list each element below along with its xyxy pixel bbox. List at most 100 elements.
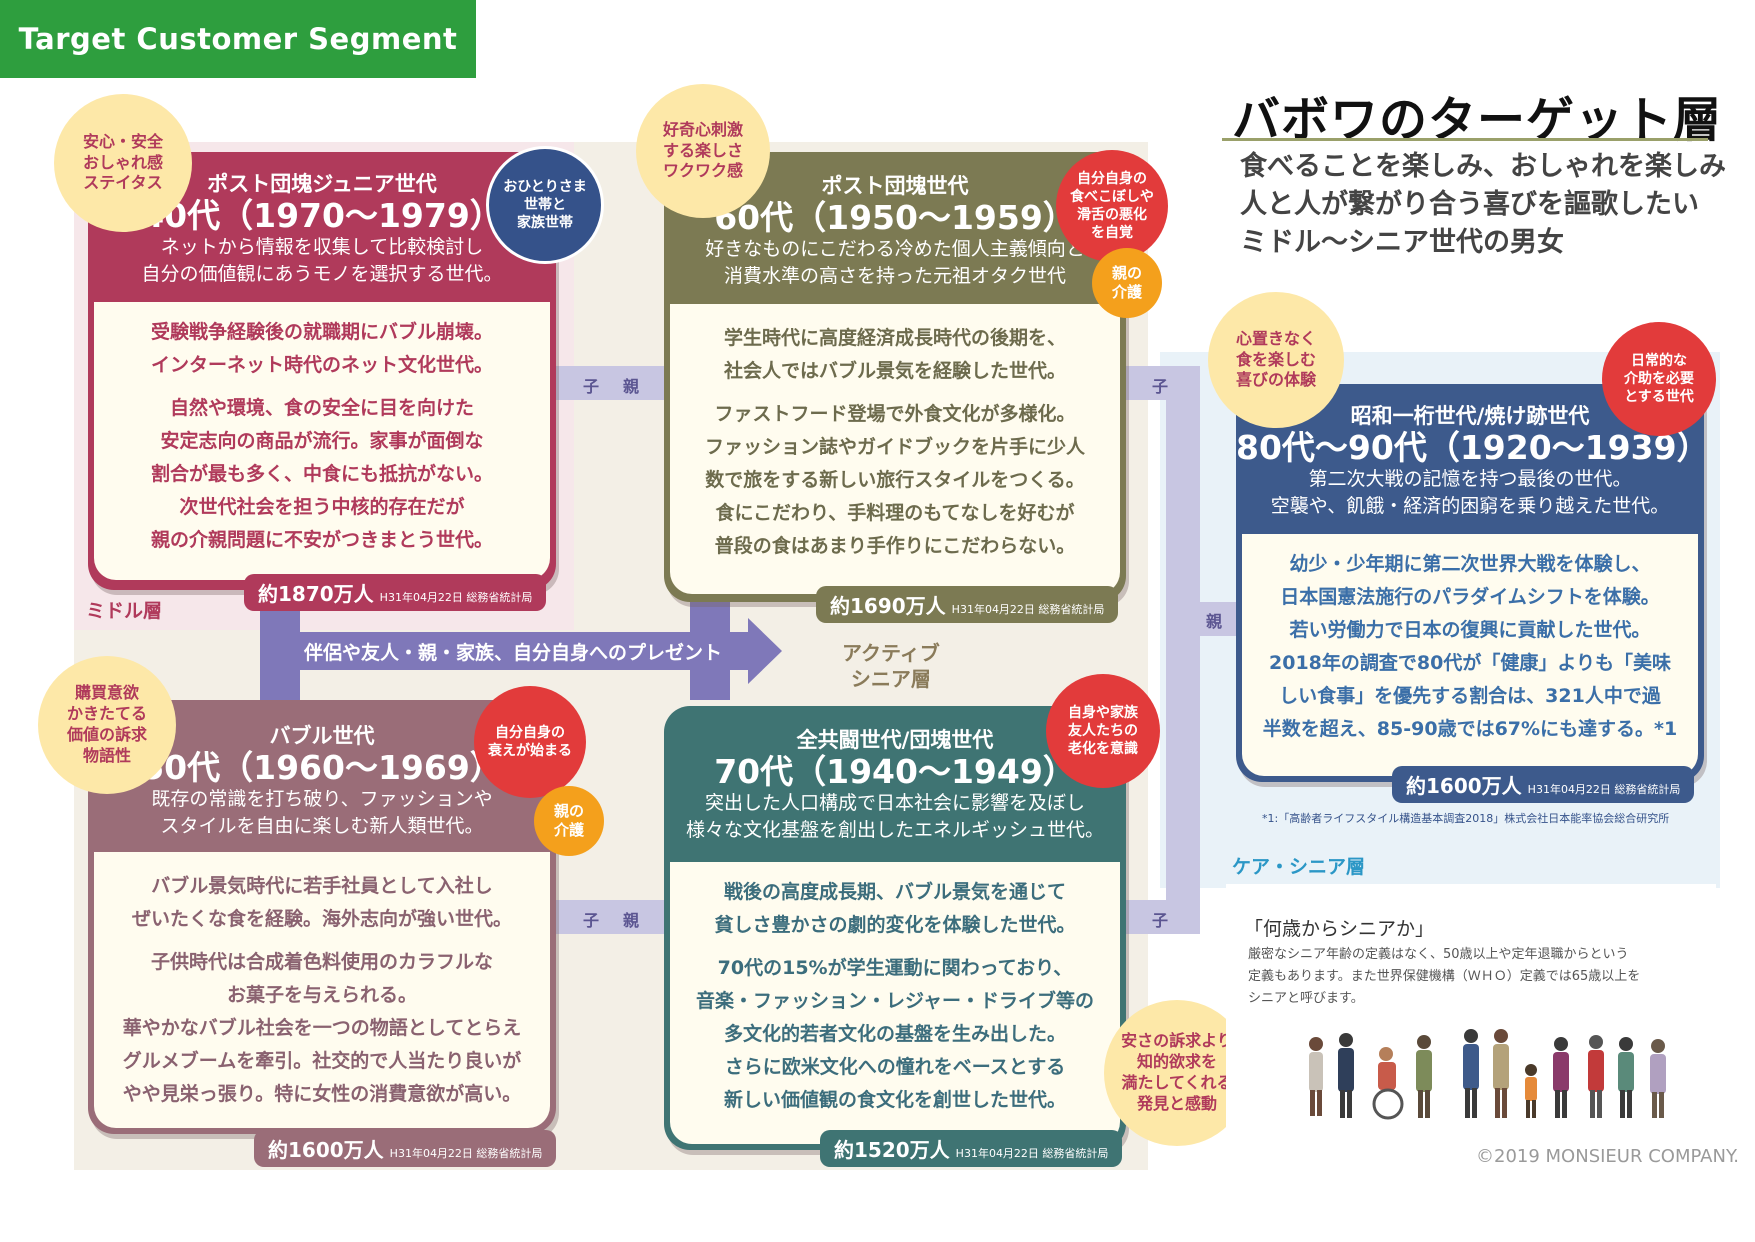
badge-line: 家族世帯 (517, 215, 573, 232)
badge-line: かきたてる (66, 704, 147, 724)
desc-line: スタイルを自由に楽しむ新人類世代。 (160, 814, 484, 837)
body-line: 半数を超え、85-90歳では67%にも達する。*1 (1262, 718, 1678, 740)
body-line: 音楽・ファッション・レジャー・ドライブ等の (695, 990, 1095, 1012)
desc-line: 好きなものにこだわる冷めた個人主義傾向と (705, 238, 1085, 261)
population-value: 約1690万人 (830, 594, 946, 618)
senior-box-text: 厳密なシニア年齢の定義はなく、50歳以上や定年退職からという 定義もあります。ま… (1248, 944, 1640, 1010)
card-70s: 全共闘世代/団塊世代 70代（1940〜1949） 突出した人口構成で日本社会に… (664, 706, 1126, 1150)
subtitle-line: ミドル〜シニア世代の男女 (1240, 227, 1564, 258)
badge-line: 喜びの体験 (1235, 370, 1316, 390)
person-icon (1309, 1037, 1323, 1116)
badge-60s-value: 好奇心刺激 する楽しさ ワクワク感 (636, 84, 770, 218)
copyright: ©2019 MONSIEUR COMPANY. (1476, 1146, 1740, 1167)
body-line: ぜいたくな食を経験。海外志向が強い世代。 (131, 908, 512, 930)
person-icon (1493, 1029, 1509, 1118)
body-line: 普段の食はあまり手作りにこだわらない。 (714, 535, 1076, 557)
senior-box-line: 定義もあります。また世界保健機構（ＷＨＯ）定義では65歳以上を (1248, 969, 1641, 984)
age-range: 60代（1950〜1959） (714, 198, 1076, 237)
desc-line: 消費水準の高さを持った元祖オタク世代 (723, 264, 1066, 287)
age-range: 50代（1960〜1969） (141, 748, 503, 787)
body-line: 多文化的若者文化の基盤を生み出した。 (723, 1023, 1066, 1045)
badge-line: 自分自身の (495, 724, 565, 741)
badge-60s-aging: 自分自身の 食べこぼしや 滑舌の悪化 を自覚 (1056, 150, 1168, 262)
body-line: 華やかなバブル社会を一つの物語としてとらえ (122, 1017, 522, 1039)
badge-line: 介助を必要 (1624, 370, 1694, 387)
rel-child: 子 (583, 911, 600, 930)
badge-line: 購買意欲 (74, 683, 139, 703)
body-line: 2018年の調査で80代が「健康」よりも「美味 (1269, 652, 1671, 674)
layer-active-senior: アクティブ シニア層 (842, 640, 940, 692)
person-icon (1588, 1035, 1604, 1118)
age-range: 80代〜90代（1920〜1939） (1236, 428, 1704, 467)
badge-40s-value: 安心・安全 おしゃれ感 ステイタス (54, 94, 192, 232)
generation-name: バブル世代 (269, 724, 375, 748)
body-line: 数で旅をする新しい旅行スタイルをつくる。 (705, 469, 1085, 491)
badge-line: 発見と感動 (1136, 1093, 1217, 1113)
arrow-text: 伴侶や友人・親・家族、自分自身へのプレゼント (304, 642, 723, 664)
body-line: 70代の15%が学生運動に関わっており、 (717, 957, 1073, 979)
badge-60s-care: 親の 介護 (1092, 248, 1162, 318)
badge-line: 価値の訴求 (66, 725, 147, 744)
body-line: ファッション誌やガイドブックを片手に少人 (704, 436, 1085, 458)
connector-40-60 (556, 366, 666, 400)
badge-line: 親の (1111, 263, 1142, 282)
population-value: 約1600万人 (1406, 774, 1522, 798)
badge-line: 衰えが始まる (488, 743, 572, 759)
card-60s-header: ポスト団塊世代 60代（1950〜1959） 好きなものにこだわる冷めた個人主義… (664, 152, 1126, 304)
desc-line: ネットから情報を収集して比較検討し (160, 236, 484, 259)
badge-line: 老化を意識 (1068, 741, 1138, 758)
badge-line: 満たしてくれる (1121, 1073, 1233, 1092)
subtitle-line: 食べることを楽しみ、おしゃれを楽しみ (1240, 151, 1726, 182)
badge-line: おひとりさま (503, 178, 587, 195)
body-line: 戦後の高度成長期、バブル景気を通じて (723, 881, 1066, 903)
badge-line: 安さの訴求より (1121, 1031, 1233, 1051)
badge-40s-household: おひとりさま 世帯と 家族世帯 (486, 146, 604, 264)
badge-line: 自分自身の (1077, 170, 1147, 187)
arrow-bar (260, 632, 750, 670)
badge-70s-aging: 自身や家族 友人たちの 老化を意識 (1046, 674, 1160, 788)
generation-name: ポスト団塊ジュニア世代 (207, 172, 437, 196)
badge-line: 友人たちの (1068, 722, 1138, 739)
badge-line: とする世代 (1624, 389, 1694, 406)
card-40s-body: 受験戦争経験後の就職期にバブル崩壊。 インターネット時代のネット文化世代。 自然… (94, 302, 550, 580)
generation-name: 全共闘世代/団塊世代 (796, 728, 994, 752)
badge-line: する楽しさ (662, 140, 743, 160)
child-icon (1525, 1064, 1537, 1118)
header-tag: Target Customer Segment (0, 0, 476, 78)
badge-line: 滑舌の悪化 (1077, 207, 1147, 223)
body-line: グルメブームを牽引。社交的で人当たり良いが (122, 1050, 522, 1072)
population-value: 約1600万人 (268, 1138, 384, 1162)
card-70s-body: 戦後の高度成長期、バブル景気を通じて 貧しさ豊かさの劇的変化を体験した世代。 7… (670, 862, 1120, 1144)
rel-child: 子 (1152, 377, 1169, 396)
card-40s-header: ポスト団塊ジュニア世代 40代（1970〜1979） ネットから情報を収集して比… (88, 152, 556, 302)
layer-care-senior: ケア・シニア層 (1232, 856, 1366, 878)
body-line: 貧しさ豊かさの劇的変化を体験した世代。 (714, 914, 1076, 936)
badge-line: 好奇心刺激 (662, 119, 743, 139)
card-80s-body: 幼少・少年期に第二次世界大戦を体験し、 日本国憲法施行のパラダイムシフトを体験。… (1242, 534, 1698, 776)
card-60s: ポスト団塊世代 60代（1950〜1959） 好きなものにこだわる冷めた個人主義… (664, 152, 1126, 602)
age-range: 70代（1940〜1949） (714, 752, 1076, 791)
badge-80s-care: 日常的な 介助を必要 とする世代 (1602, 322, 1716, 436)
rel-child: 子 (583, 377, 600, 396)
card-40s: ポスト団塊ジュニア世代 40代（1970〜1979） ネットから情報を収集して比… (88, 152, 556, 590)
person-icon (1416, 1035, 1432, 1118)
population-source: H31年04月22日 総務省統計局 (389, 1147, 543, 1160)
population-source: H31年04月22日 総務省統計局 (955, 1147, 1109, 1160)
body-line: 社会人ではバブル景気を経験した世代。 (723, 360, 1066, 382)
body-line: 食にこだわり、手料理のもてなしを好むが (715, 502, 1075, 524)
population-source: H31年04月22日 総務省統計局 (951, 603, 1105, 616)
title-rule (1222, 138, 1708, 141)
layer-active-line: シニア層 (850, 667, 931, 691)
card-60s-body: 学生時代に高度経済成長時代の後期を、 社会人ではバブル景気を経験した世代。 ファ… (670, 304, 1120, 594)
card-50s-header: バブル世代 50代（1960〜1969） 既存の常識を打ち破り、ファッションや … (88, 700, 556, 852)
badge-line: 自身や家族 (1068, 704, 1138, 721)
senior-definition-box: 「何歳からシニアか」 厳密なシニア年齢の定義はなく、50歳以上や定年退職からとい… (1226, 884, 1716, 1156)
body-line: 安定志向の商品が流行。家事が面倒な (160, 430, 484, 452)
population-50s: 約1600万人 H31年04月22日 総務省統計局 (254, 1130, 557, 1167)
badge-line: を自覚 (1091, 225, 1133, 242)
connector-to-80 (1166, 602, 1246, 636)
connector-vertical (1166, 366, 1200, 934)
subtitle: 食べることを楽しみ、おしゃれを楽しみ 人と人が繋がり合う喜びを謳歌したい ミドル… (1240, 148, 1726, 262)
